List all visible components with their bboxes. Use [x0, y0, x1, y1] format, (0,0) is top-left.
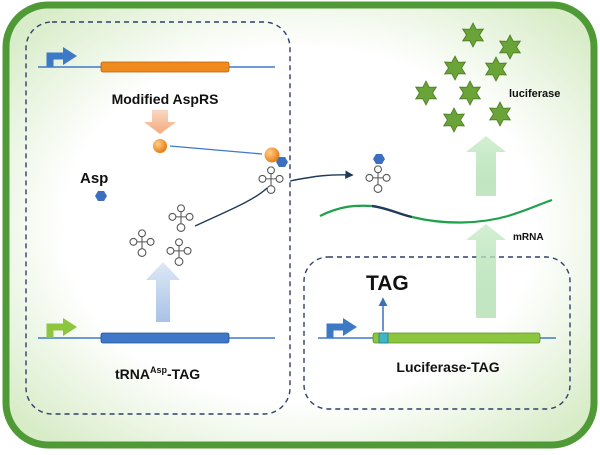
bent-arrow-icon — [46, 47, 77, 67]
mrna-label: mRNA — [513, 232, 544, 243]
hexagon-asp-icon — [373, 154, 385, 164]
tag-label: TAG — [366, 272, 409, 295]
transcription-arrow — [466, 224, 506, 318]
luciferase-tag-label: Luciferase-TAG — [396, 359, 499, 375]
bent-arrow-icon — [326, 318, 357, 338]
delivery-arrow — [289, 170, 354, 182]
luciferase-gene-bar — [372, 332, 541, 344]
orange-ball-icon — [264, 147, 280, 163]
orange-ball-icon — [153, 139, 167, 153]
hexagon-asp-icon — [276, 157, 288, 167]
right-plasmid-box — [303, 256, 571, 410]
aspRS-label: Modified AspRS — [112, 91, 219, 107]
mrna-strand-right — [411, 198, 553, 224]
aspRS-expression-arrow — [144, 110, 176, 134]
enzyme-to-charged-line — [169, 145, 263, 155]
trna-label-main: tRNA — [115, 366, 150, 382]
bent-arrow-icon — [46, 318, 77, 338]
trna-expression-arrow — [146, 262, 180, 322]
trna-gene-bar — [100, 332, 230, 344]
translation-arrow — [466, 136, 506, 196]
trna-label: tRNAAsp-TAG — [115, 365, 200, 382]
tag-codon-box — [378, 332, 389, 344]
mrna-strand-left — [319, 204, 373, 217]
cell-membrane — [2, 1, 598, 449]
hexagon-asp-icon — [95, 191, 107, 201]
trna-charging-curve — [194, 187, 268, 227]
trna-label-suffix: -TAG — [167, 366, 200, 382]
asp-label: Asp — [80, 170, 108, 187]
left-plasmid-box — [25, 21, 291, 415]
luciferase-label: luciferase — [509, 88, 560, 100]
trna-label-superscript: Asp — [150, 365, 168, 375]
mrna-codon-segment — [371, 204, 413, 219]
aspRS-gene-bar — [100, 61, 230, 73]
